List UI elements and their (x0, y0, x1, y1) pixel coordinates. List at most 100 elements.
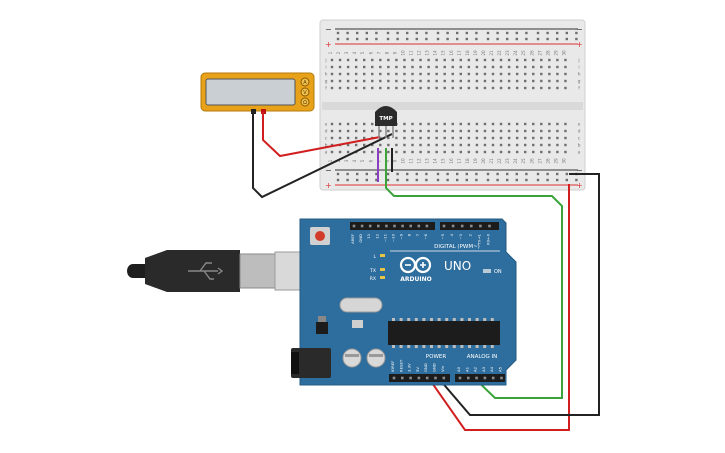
breadboard-hole[interactable] (467, 129, 471, 133)
breadboard-hole[interactable] (406, 31, 409, 35)
breadboard-hole[interactable] (515, 65, 519, 69)
breadboard-hole[interactable] (356, 172, 359, 176)
breadboard-hole[interactable] (486, 31, 490, 35)
breadboard-hole[interactable] (403, 143, 406, 147)
breadboard-hole[interactable] (451, 143, 454, 147)
breadboard-hole[interactable] (540, 79, 543, 83)
breadboard-hole[interactable] (540, 129, 543, 133)
breadboard-hole[interactable] (443, 65, 446, 69)
breadboard-hole[interactable] (459, 58, 462, 62)
breadboard-hole[interactable] (467, 72, 471, 76)
breadboard-hole[interactable] (548, 150, 551, 154)
header-pin[interactable] (409, 224, 412, 228)
breadboard-hole[interactable] (425, 31, 428, 35)
breadboard-hole[interactable] (451, 122, 454, 126)
breadboard-hole[interactable] (446, 178, 449, 182)
breadboard-hole[interactable] (336, 37, 340, 41)
breadboard-hole[interactable] (330, 122, 334, 126)
header-pin[interactable] (425, 376, 429, 380)
breadboard-hole[interactable] (363, 79, 366, 83)
breadboard-hole[interactable] (365, 31, 368, 35)
breadboard-hole[interactable] (427, 65, 430, 69)
breadboard-hole[interactable] (451, 150, 454, 154)
breadboard-hole[interactable] (396, 172, 399, 176)
breadboard-hole[interactable] (371, 143, 374, 147)
breadboard-hole[interactable] (525, 37, 528, 41)
breadboard-hole[interactable] (419, 86, 422, 90)
breadboard-hole[interactable] (403, 79, 406, 83)
breadboard-hole[interactable] (336, 172, 340, 176)
breadboard-hole[interactable] (546, 31, 549, 35)
header-pin[interactable] (377, 224, 380, 228)
breadboard-hole[interactable] (499, 150, 503, 154)
breadboard-hole[interactable] (483, 150, 487, 154)
breadboard-hole[interactable] (499, 58, 503, 62)
breadboard-hole[interactable] (459, 129, 462, 133)
breadboard-hole[interactable] (386, 172, 390, 176)
breadboard-hole[interactable] (499, 72, 503, 76)
breadboard-hole[interactable] (363, 129, 366, 133)
breadboard-hole[interactable] (387, 79, 390, 83)
breadboard-hole[interactable] (546, 37, 549, 41)
breadboard-hole[interactable] (346, 65, 350, 69)
breadboard-hole[interactable] (330, 65, 334, 69)
breadboard-hole[interactable] (338, 129, 342, 133)
breadboard-hole[interactable] (411, 129, 414, 133)
breadboard-hole[interactable] (354, 129, 358, 133)
breadboard-hole[interactable] (506, 178, 509, 182)
breadboard-hole[interactable] (475, 129, 479, 133)
header-pin[interactable] (479, 224, 482, 228)
breadboard-hole[interactable] (556, 79, 559, 83)
breadboard-hole[interactable] (403, 65, 406, 69)
header-pin[interactable] (458, 376, 462, 380)
breadboard-hole[interactable] (546, 178, 549, 182)
breadboard-hole[interactable] (459, 150, 462, 154)
breadboard-hole[interactable] (395, 143, 398, 147)
breadboard-hole[interactable] (515, 37, 518, 41)
breadboard-hole[interactable] (346, 172, 349, 176)
breadboard-hole[interactable] (371, 72, 374, 76)
breadboard-hole[interactable] (483, 143, 487, 147)
breadboard-hole[interactable] (403, 86, 406, 90)
breadboard-hole[interactable] (443, 79, 446, 83)
breadboard-hole[interactable] (532, 65, 535, 69)
breadboard-hole[interactable] (396, 37, 399, 41)
breadboard-hole[interactable] (565, 37, 568, 41)
breadboard-hole[interactable] (435, 129, 438, 133)
breadboard-hole[interactable] (419, 143, 422, 147)
breadboard-hole[interactable] (386, 178, 390, 182)
breadboard-hole[interactable] (346, 79, 350, 83)
breadboard-hole[interactable] (548, 129, 551, 133)
breadboard-hole[interactable] (419, 122, 422, 126)
breadboard-hole[interactable] (406, 37, 409, 41)
breadboard-hole[interactable] (499, 65, 503, 69)
breadboard-hole[interactable] (532, 150, 535, 154)
breadboard-hole[interactable] (354, 72, 358, 76)
breadboard-hole[interactable] (486, 178, 490, 182)
breadboard-hole[interactable] (379, 129, 382, 133)
breadboard-hole[interactable] (443, 143, 446, 147)
breadboard-hole[interactable] (346, 150, 350, 154)
breadboard-hole[interactable] (524, 79, 527, 83)
breadboard-hole[interactable] (564, 136, 567, 140)
breadboard-hole[interactable] (395, 65, 398, 69)
header-pin[interactable] (401, 224, 404, 228)
breadboard-hole[interactable] (395, 129, 398, 133)
breadboard-hole[interactable] (575, 31, 578, 35)
header-pin[interactable] (434, 376, 437, 380)
breadboard-hole[interactable] (515, 31, 518, 35)
breadboard-hole[interactable] (532, 122, 535, 126)
breadboard-hole[interactable] (379, 150, 382, 154)
breadboard-hole[interactable] (338, 150, 342, 154)
breadboard-hole[interactable] (451, 86, 454, 90)
header-pin[interactable] (425, 224, 429, 228)
breadboard-hole[interactable] (475, 58, 479, 62)
breadboard-hole[interactable] (556, 31, 559, 35)
usb-cable[interactable] (127, 250, 318, 292)
breadboard-hole[interactable] (565, 31, 568, 35)
breadboard-hole[interactable] (506, 172, 509, 176)
breadboard-hole[interactable] (395, 58, 398, 62)
breadboard-hole[interactable] (556, 178, 559, 182)
breadboard-hole[interactable] (346, 31, 349, 35)
breadboard-hole[interactable] (491, 65, 495, 69)
